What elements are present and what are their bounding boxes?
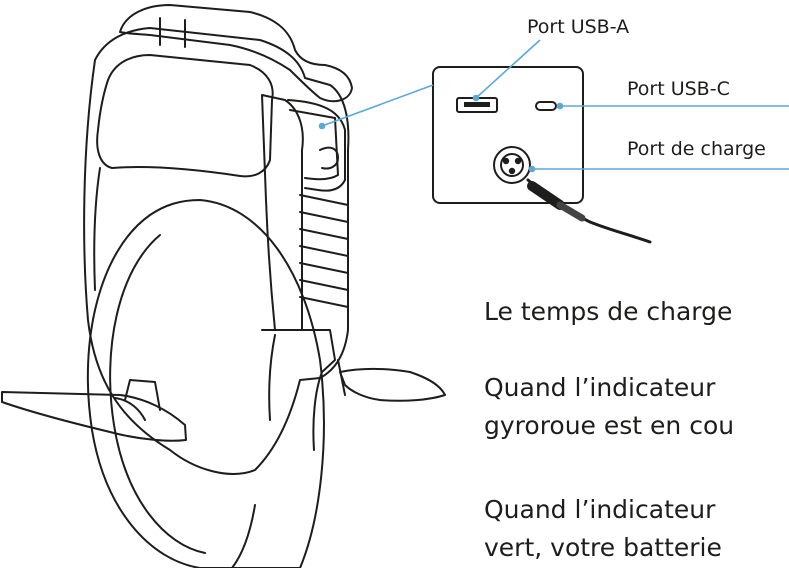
body-shell	[84, 28, 348, 474]
text-line-4: Quand l’indicateur	[484, 492, 715, 528]
charge-port	[494, 147, 530, 183]
charge-cable	[528, 180, 650, 242]
wheel	[88, 200, 324, 568]
left-pedal	[2, 380, 186, 441]
right-pedal	[338, 360, 445, 401]
usb-a-label: Port USB-A	[527, 18, 629, 37]
port-panel	[433, 67, 583, 203]
charge-port-label: Port de charge	[627, 140, 766, 159]
text-line-1: Le temps de charge	[484, 294, 732, 330]
usb-c-port	[536, 102, 556, 110]
text-line-3: gyroroue est en cou	[484, 408, 734, 444]
text-line-2: Quand l’indicateur	[484, 370, 715, 406]
usb-c-label: Port USB-C	[627, 80, 730, 99]
side-fins	[262, 95, 348, 330]
handle	[120, 5, 352, 101]
text-line-5: vert, votre batterie	[484, 530, 722, 566]
